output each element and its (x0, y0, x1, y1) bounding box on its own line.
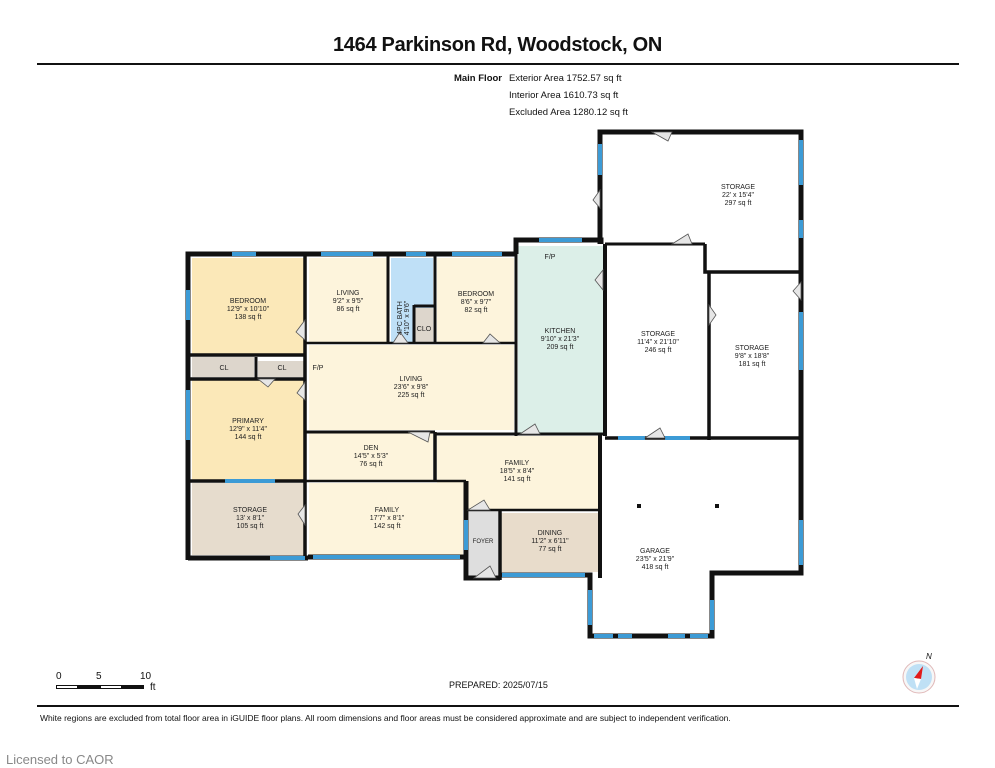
room-dims: 18'5" x 8'4" (500, 468, 535, 475)
room-dims: 23'5" x 21'9" (636, 556, 675, 563)
interior-area: Interior Area 1610.73 sq ft (509, 90, 619, 101)
area-values: Exterior Area 1752.57 sq ft Interior Are… (509, 70, 628, 121)
primary-fill (192, 380, 305, 480)
kitchen-fill (518, 246, 603, 434)
living-small-fill (309, 258, 388, 342)
room-label: LIVING (400, 376, 423, 383)
closet-label: CLO (417, 326, 432, 333)
header-divider (37, 63, 959, 65)
room-dims: 9'10" x 21'3" (541, 336, 580, 343)
fireplace-label: F/P (545, 254, 556, 261)
license-watermark: Licensed to CAOR (6, 752, 114, 767)
room-area: 142 sq ft (374, 523, 401, 530)
footer-divider (37, 705, 959, 707)
room-dims: 12'9" x 10'10" (227, 306, 270, 313)
den-fill (309, 433, 433, 480)
room-area: 76 sq ft (360, 461, 383, 468)
scale-tick: 0 (56, 671, 62, 682)
closet-label: CL (220, 365, 229, 372)
windows (186, 140, 803, 638)
compass-icon: N (900, 650, 940, 696)
scale-tick: 10 (140, 671, 152, 682)
prepared-date: PREPARED: 2025/07/15 (449, 680, 548, 690)
floor-label: Main Floor (453, 73, 502, 84)
room-label: 4PC BATH (397, 301, 404, 335)
living-large-fill (309, 345, 514, 430)
room-area: 77 sq ft (539, 546, 562, 553)
scale-segment (122, 685, 144, 689)
room-dims: 22' x 15'4" (722, 192, 755, 199)
room-dims: 23'6" x 9'8" (394, 384, 429, 391)
scale-segment (100, 685, 122, 689)
room-label: STORAGE (641, 331, 675, 338)
room-label: PRIMARY (232, 418, 264, 425)
room-area: 418 sq ft (642, 564, 669, 571)
clo-fill (415, 308, 433, 342)
room-dims: 9'8" x 18'8" (735, 353, 770, 360)
room-dims: 4'10" x 9'6" (404, 300, 411, 335)
storage-beige-fill (192, 483, 305, 555)
room-area: 105 sq ft (237, 523, 264, 530)
room-dims: 11'4" x 21'10" (637, 339, 679, 346)
family-2-fill (309, 483, 463, 555)
room-label: DINING (538, 530, 563, 537)
room-label: DEN (364, 445, 379, 452)
room-label: BEDROOM (458, 291, 494, 298)
room-label: STORAGE (233, 507, 267, 514)
room-dims: 12'9" x 11'4" (229, 426, 267, 433)
scale-segment (78, 685, 100, 689)
scale-bar: 0 5 10 ft (56, 671, 166, 701)
room-label: FAMILY (505, 460, 530, 467)
disclaimer-text: White regions are excluded from total fl… (40, 713, 731, 723)
scale-tick: 5 (96, 671, 102, 682)
room-area: 225 sq ft (398, 392, 425, 399)
room-label: LIVING (337, 290, 360, 297)
fireplace-label: F/P (313, 365, 324, 372)
dining-fill (501, 513, 598, 572)
bedroom-2-fill (437, 258, 514, 342)
room-dims: 8'6" x 9'7" (461, 299, 492, 306)
room-area: 86 sq ft (337, 306, 360, 313)
room-dims: 17'7" x 8'1" (370, 515, 405, 522)
foyer-fill (469, 510, 498, 576)
page-title: 1464 Parkinson Rd, Woodstock, ON (332, 34, 662, 56)
room-label: BEDROOM (230, 298, 266, 305)
scale-unit: ft (150, 682, 156, 693)
room-area: 297 sq ft (725, 200, 752, 207)
room-area: 138 sq ft (235, 314, 262, 321)
room-dims: 14'5" x 5'3" (354, 453, 389, 460)
excluded-area: Excluded Area 1280.12 sq ft (509, 107, 628, 118)
room-label: STORAGE (721, 184, 755, 191)
compass-north-label: N (926, 652, 932, 661)
room-label: FAMILY (375, 507, 400, 514)
closet-label: CL (278, 365, 287, 372)
room-label: KITCHEN (545, 328, 576, 335)
room-area: 82 sq ft (465, 307, 488, 314)
closet-1-fill (192, 357, 254, 377)
garage-columns (637, 504, 719, 508)
exterior-area: Exterior Area 1752.57 sq ft (509, 73, 622, 84)
doors (256, 131, 802, 579)
room-area: 246 sq ft (645, 347, 672, 354)
room-area: 181 sq ft (739, 361, 766, 368)
room-dims: 9'2" x 9'5" (333, 298, 364, 305)
bedroom-1-fill (192, 258, 305, 354)
room-label: STORAGE (735, 345, 769, 352)
room-fills (192, 246, 603, 576)
room-label: GARAGE (640, 548, 670, 555)
room-labels: BEDROOM 12'9" x 10'10" 138 sq ft LIVING … (220, 184, 770, 571)
room-area: 209 sq ft (547, 344, 574, 351)
room-area: 144 sq ft (235, 434, 262, 441)
room-dims: 13' x 8'1" (236, 515, 265, 522)
room-dims: 11'2" x 6'11" (531, 538, 569, 545)
closet-2-fill (258, 361, 305, 377)
scale-segment (56, 685, 78, 689)
foyer-label: FOYER (473, 539, 494, 545)
room-area: 141 sq ft (504, 476, 531, 483)
